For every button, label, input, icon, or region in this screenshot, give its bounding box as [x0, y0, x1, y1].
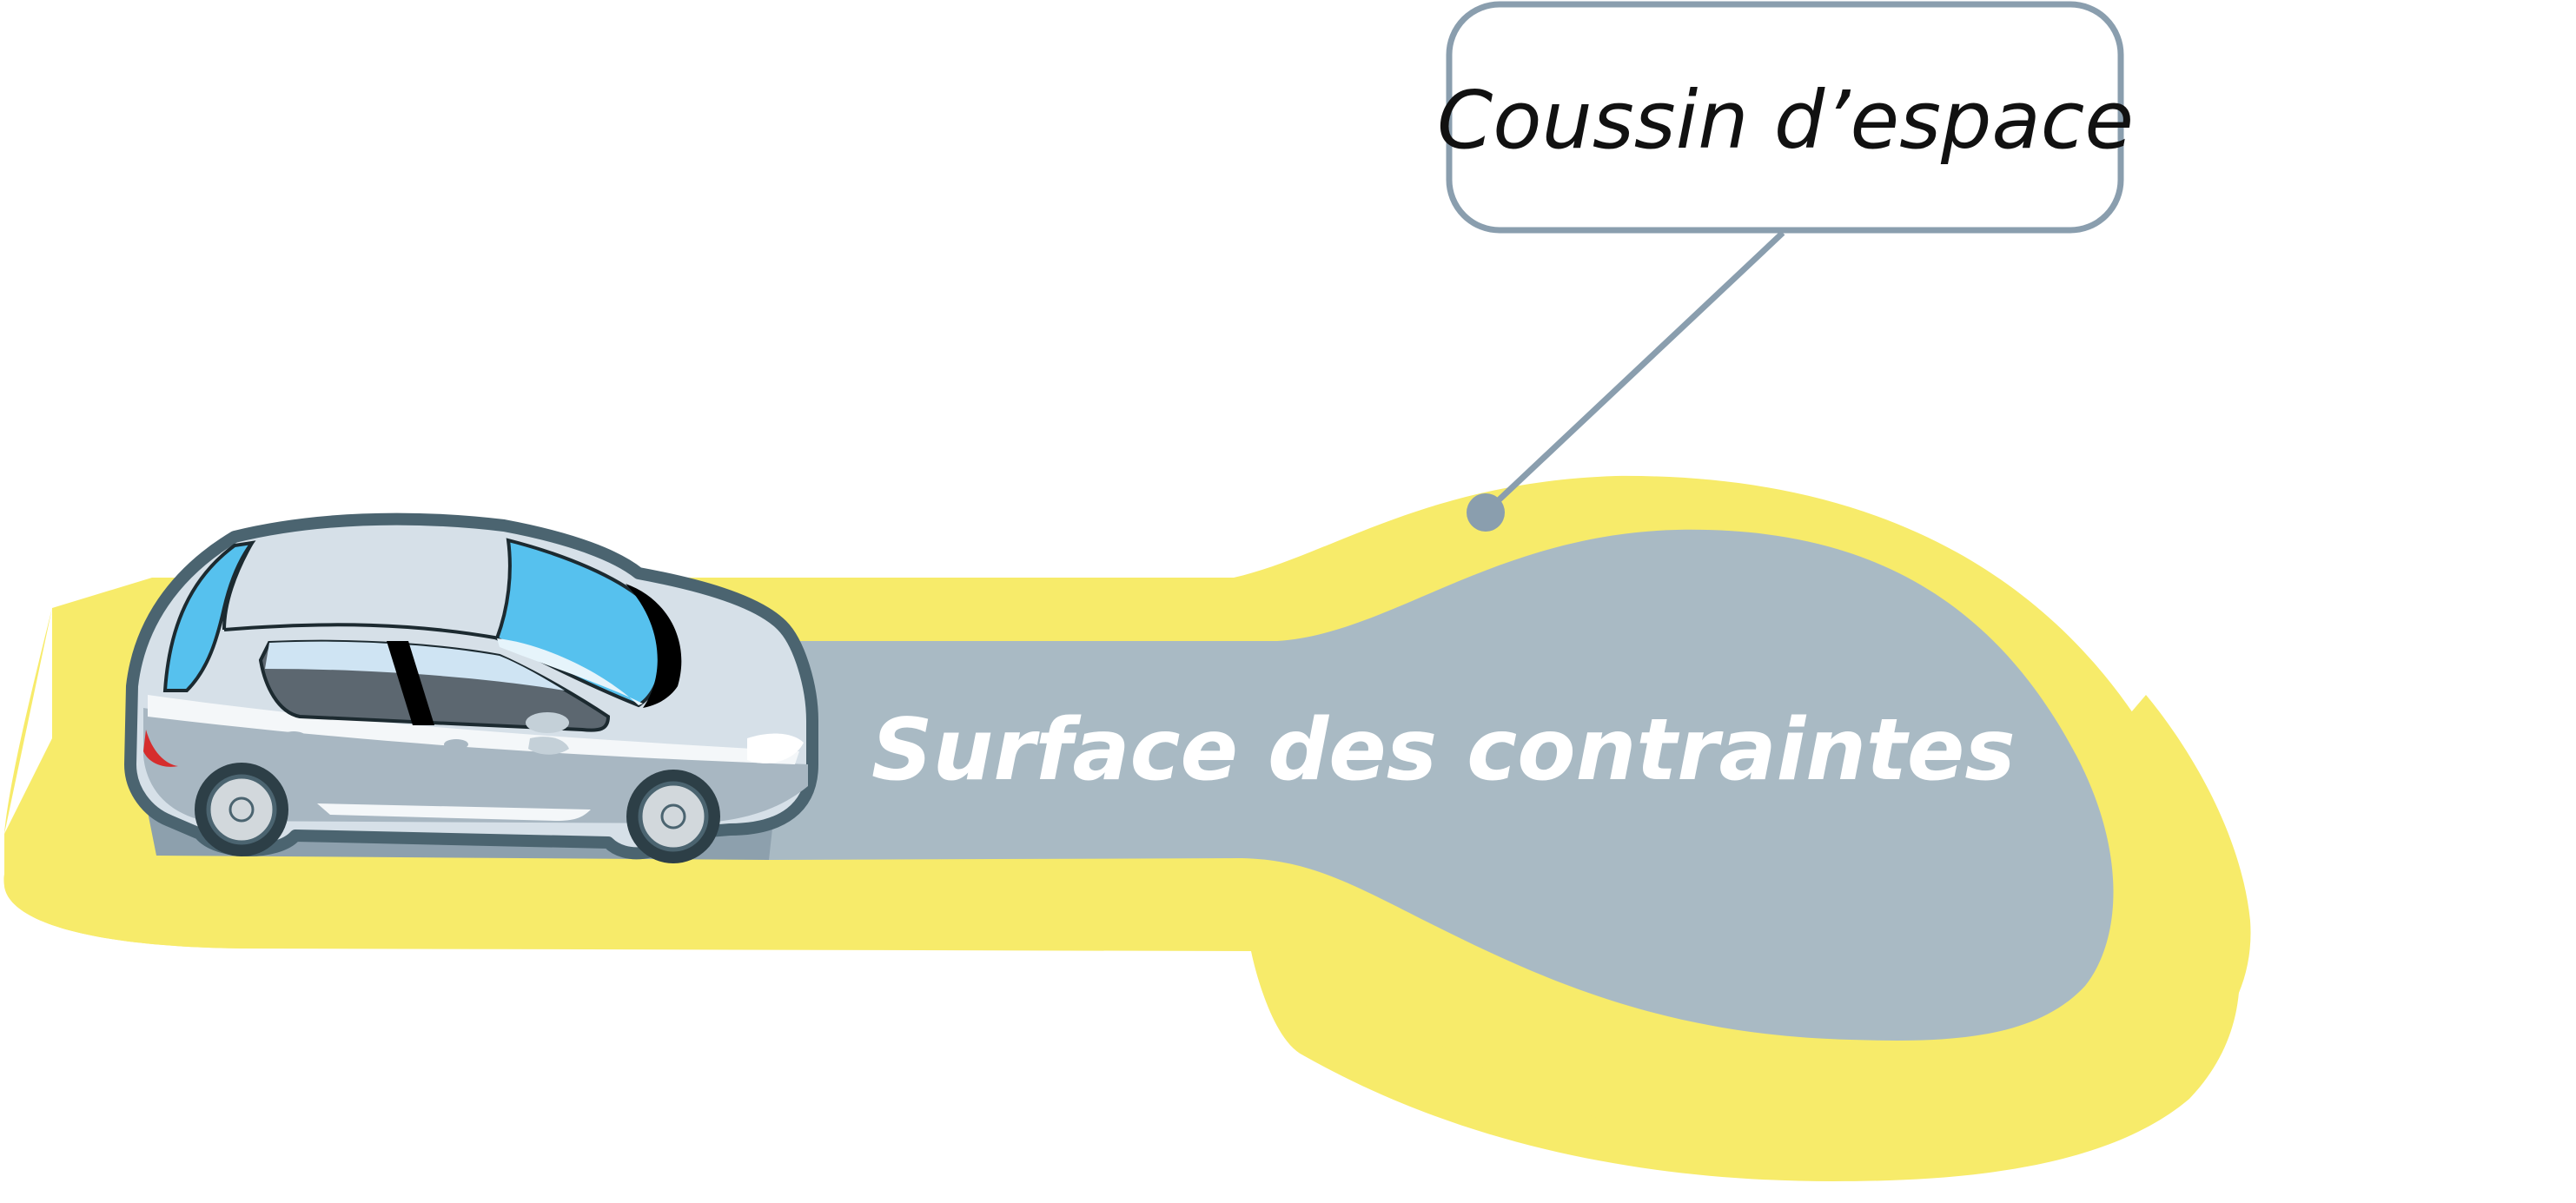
callout-label: Coussin d’espace — [1437, 74, 2134, 167]
constraint-surface — [765, 529, 2114, 1041]
surface-label: Surface des contraintes — [871, 701, 2016, 800]
callout-anchor-dot — [1467, 493, 1505, 532]
front-wheel — [626, 770, 720, 863]
callout-leader-line — [1485, 230, 1785, 513]
car-icon — [124, 512, 818, 863]
callout-box — [1446, 1, 2124, 234]
rear-wheel — [195, 763, 288, 856]
